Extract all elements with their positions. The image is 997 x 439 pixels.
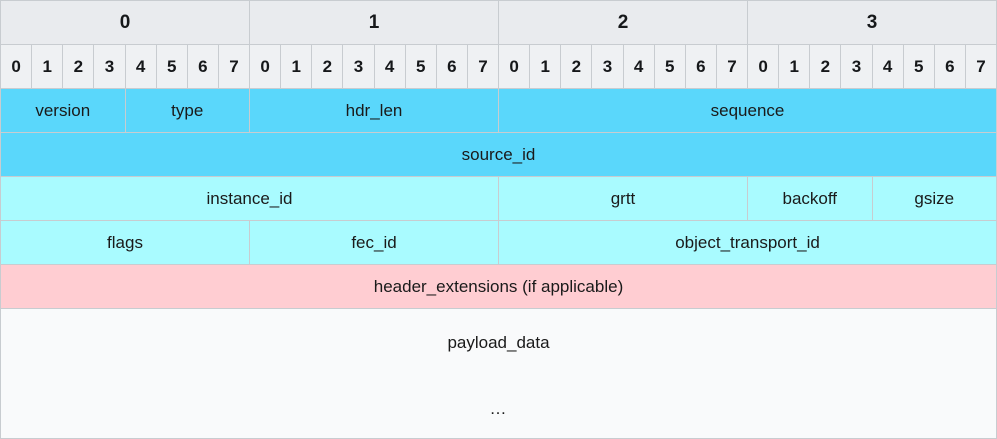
bit-index-8: 0 [250, 45, 282, 89]
bit-index-7: 7 [218, 45, 250, 89]
payload-label: payload_data [447, 333, 550, 352]
field-type: type [125, 89, 250, 133]
bit-index-4: 4 [125, 45, 157, 89]
bit-index-31: 7 [965, 45, 997, 89]
bit-index-24: 0 [748, 45, 780, 89]
bit-index-18: 2 [561, 45, 593, 89]
bit-index-15: 7 [467, 45, 499, 89]
payload-continuation-ellipsis: … [489, 399, 508, 418]
byte-index-3: 3 [748, 1, 997, 45]
bit-index-29: 5 [903, 45, 935, 89]
bit-index-23: 7 [716, 45, 748, 89]
field-grtt: grtt [499, 177, 748, 221]
field-sequence: sequence [499, 89, 997, 133]
bit-index-27: 3 [841, 45, 873, 89]
bit-index-13: 5 [405, 45, 437, 89]
field-flags: flags [1, 221, 250, 265]
field-instance-id: instance_id [1, 177, 499, 221]
bit-index-28: 4 [872, 45, 904, 89]
payload-row: payload_data … [1, 309, 997, 439]
bit-index-19: 3 [592, 45, 624, 89]
bit-index-25: 1 [779, 45, 811, 89]
bit-index-12: 4 [374, 45, 406, 89]
bit-index-16: 0 [499, 45, 531, 89]
payload-cell: payload_data … [1, 309, 997, 439]
field-source-id: source_id [1, 133, 997, 177]
field-backoff: backoff [748, 177, 873, 221]
bit-index-2: 2 [63, 45, 95, 89]
bit-index-14: 6 [436, 45, 468, 89]
bit-index-30: 6 [934, 45, 966, 89]
byte-index-2: 2 [499, 1, 748, 45]
field-hdr-len: hdr_len [250, 89, 499, 133]
field-header-extensions-if-applicable: header_extensions (if applicable) [1, 265, 997, 309]
bit-index-9: 1 [281, 45, 313, 89]
field-row: source_id [1, 133, 997, 177]
bit-index-1: 1 [32, 45, 64, 89]
field-version: version [1, 89, 126, 133]
byte-index-0: 0 [1, 1, 250, 45]
bit-index-26: 2 [810, 45, 842, 89]
bit-index-6: 6 [187, 45, 219, 89]
bit-index-0: 0 [1, 45, 33, 89]
bit-index-10: 2 [312, 45, 344, 89]
bit-index-11: 3 [343, 45, 375, 89]
field-row: header_extensions (if applicable) [1, 265, 997, 309]
field-object-transport-id: object_transport_id [499, 221, 997, 265]
bit-index-3: 3 [94, 45, 126, 89]
bit-index-21: 5 [654, 45, 686, 89]
bit-index-22: 6 [685, 45, 717, 89]
bit-index-5: 5 [156, 45, 188, 89]
field-gsize: gsize [872, 177, 997, 221]
byte-index-1: 1 [250, 1, 499, 45]
field-fec-id: fec_id [250, 221, 499, 265]
bit-index-20: 4 [623, 45, 655, 89]
bit-index-17: 1 [530, 45, 562, 89]
